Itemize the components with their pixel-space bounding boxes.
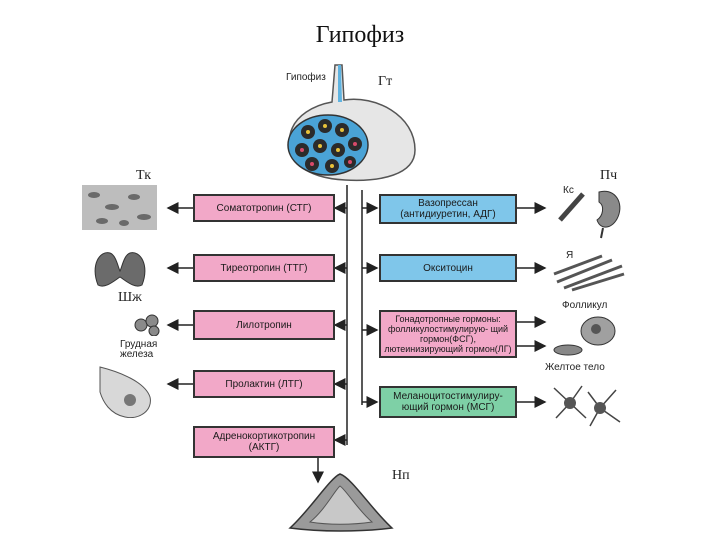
label-pch: Пч	[600, 168, 618, 183]
muscle-illustration	[553, 254, 625, 292]
box-aktg: Адренокортикотропин (АКТГ)	[193, 426, 335, 458]
label-gt: Гт	[378, 74, 393, 89]
page-title: Гипофиз	[315, 22, 405, 48]
follicle-illustration	[580, 316, 616, 346]
label-grudnaya: Грудная железа	[120, 339, 158, 360]
cells-illustration	[134, 314, 160, 336]
box-msg: Меланоцитостимулиру- ющий гормон (МСГ)	[379, 386, 517, 418]
box-oksitocin: Окситоцин	[379, 254, 517, 282]
adrenal-illustration	[288, 473, 394, 532]
box-prolaktin: Пролактин (ЛТГ)	[193, 370, 335, 398]
box-tireotropin: Тиреотропин (ТТГ)	[193, 254, 335, 282]
kidney-vessel-illustration	[558, 190, 621, 239]
label-follikul: Фолликул	[562, 300, 608, 311]
box-lipotropin: Лилотропин	[193, 310, 335, 340]
label-ya: Я	[566, 250, 574, 261]
label-ks: Кс	[563, 185, 574, 196]
pituitary-illustration	[287, 64, 416, 182]
label-zheltoe: Желтое тело	[545, 362, 605, 373]
box-gonadotropin: Гонадотропные гормоны: фолликулостимулир…	[379, 310, 517, 358]
corpus-luteum-illustration	[553, 344, 583, 356]
thyroid-illustration	[94, 252, 146, 287]
melanocyte-illustration	[553, 385, 621, 427]
label-gipofiz: Гипофиз	[286, 72, 326, 83]
breast-illustration	[99, 366, 151, 419]
label-shzh: Шж	[118, 290, 142, 305]
tissue-illustration	[82, 185, 157, 230]
label-tk: Тк	[136, 168, 152, 183]
box-somatotropin: Соматотропин (СТГ)	[193, 194, 335, 222]
label-np: Нп	[392, 468, 410, 483]
box-vazopressin: Вазопрессан (антидиуретин, АДГ)	[379, 194, 517, 224]
